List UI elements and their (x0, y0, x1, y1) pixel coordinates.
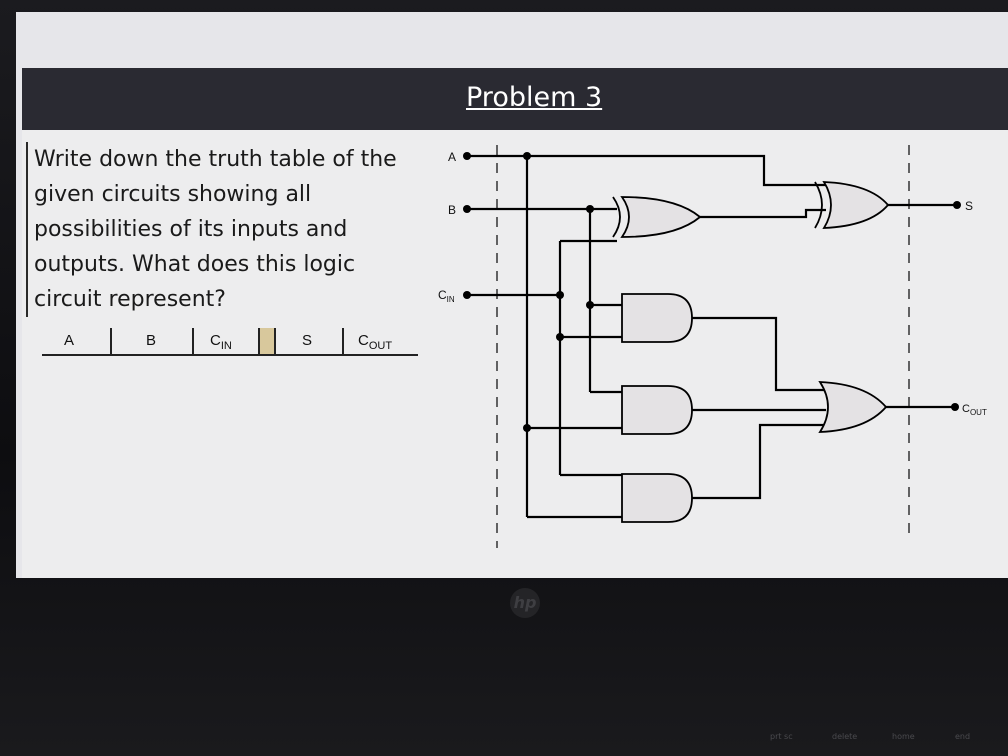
truth-table-header-s: S (302, 332, 313, 349)
column-separator-highlight (258, 328, 276, 354)
key-label-home: home (892, 732, 915, 741)
column-separator (342, 328, 344, 354)
output-terminal-cout (951, 403, 959, 411)
xor-gate-1 (612, 196, 702, 238)
xor-gate-2 (814, 181, 890, 229)
column-separator (110, 328, 112, 354)
slide: Problem 3 Write down the truth table of … (22, 68, 1008, 578)
truth-table-header-cout: COUT (358, 332, 393, 352)
slide-title: Problem 3 (466, 82, 603, 113)
input-label-b: B (448, 203, 456, 217)
output-label-s: S (965, 199, 973, 213)
key-label-prtsc: prt sc (770, 732, 793, 741)
key-label-delete: delete (832, 732, 858, 741)
slide-title-bar: Problem 3 (22, 68, 1008, 130)
truth-table-header: A B CIN S COUT (42, 328, 418, 356)
truth-table-header-b: B (146, 332, 157, 349)
question-text: Write down the truth table of the given … (26, 142, 424, 317)
or-gate (818, 381, 888, 433)
and-gate-3 (621, 473, 693, 523)
key-label-end: end (955, 732, 971, 741)
junctions (523, 152, 594, 432)
and-gate-1 (621, 293, 693, 343)
input-label-a: A (448, 150, 456, 164)
output-terminal-s (953, 201, 961, 209)
truth-table-header-cin: CIN (210, 332, 232, 352)
column-separator (192, 328, 194, 354)
and-gate-2 (621, 385, 693, 435)
truth-table-header-a: A (64, 332, 75, 349)
hp-logo: hp (510, 588, 540, 618)
input-label-cin: CIN (438, 288, 455, 304)
keyboard-strip: prt sc delete home end (0, 728, 1008, 748)
output-label-cout: COUT (962, 403, 987, 417)
wires (467, 154, 955, 519)
